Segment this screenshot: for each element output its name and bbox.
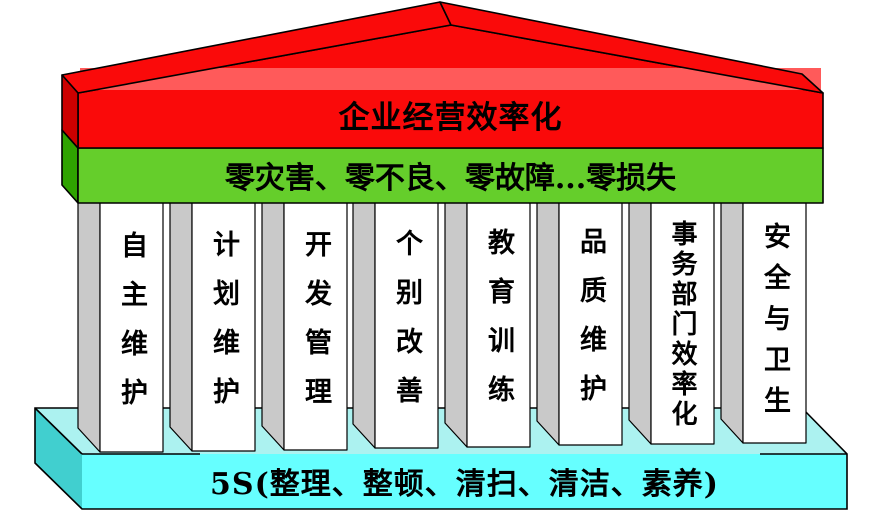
pillar-label-planned-maintenance: 计划维护 <box>208 230 239 426</box>
pillar-label-education-training: 教育训练 <box>483 228 514 424</box>
pillar-label-focused-improvement: 个别改善 <box>391 228 422 425</box>
base-left-top-edge <box>34 407 83 455</box>
roof-front-highlight <box>80 68 821 90</box>
pillar-label-office-efficiency: 事务部门效率化 <box>667 219 697 430</box>
pillar-label-quality-maintenance: 品质维护 <box>575 227 606 423</box>
pillar-side <box>352 201 376 449</box>
base-left-face <box>35 408 82 509</box>
pillar-face <box>742 201 807 444</box>
pillar-face <box>374 201 439 449</box>
pillar-side <box>720 201 744 444</box>
roof-title: 企业经营效率化 <box>338 99 563 136</box>
pillar-side <box>77 201 101 453</box>
pillar-label-development-management: 开发管理 <box>300 229 331 426</box>
pillar-side <box>536 201 560 446</box>
pillar-face <box>650 201 715 445</box>
pillar-side <box>444 201 468 448</box>
base-front-face <box>82 454 847 509</box>
roof-subtitle: 零灾害、零不良、零故障...零损失 <box>224 161 677 196</box>
pillar-label-safety-hygiene: 安全与卫生 <box>759 221 790 427</box>
pillar-side <box>261 201 285 451</box>
base-5s-label: 5S(整理、整顿、清扫、清洁、素养) <box>210 467 719 502</box>
roof-left-side-face <box>61 74 79 149</box>
pillar-side <box>169 201 193 452</box>
pillar-face <box>466 201 531 448</box>
pillar-face <box>99 201 164 453</box>
pillar-label-autonomous-maintenance: 自主维护 <box>116 230 147 427</box>
pillar-face <box>558 201 623 446</box>
roof-right-slope <box>439 1 824 94</box>
pillar-side <box>628 201 652 445</box>
